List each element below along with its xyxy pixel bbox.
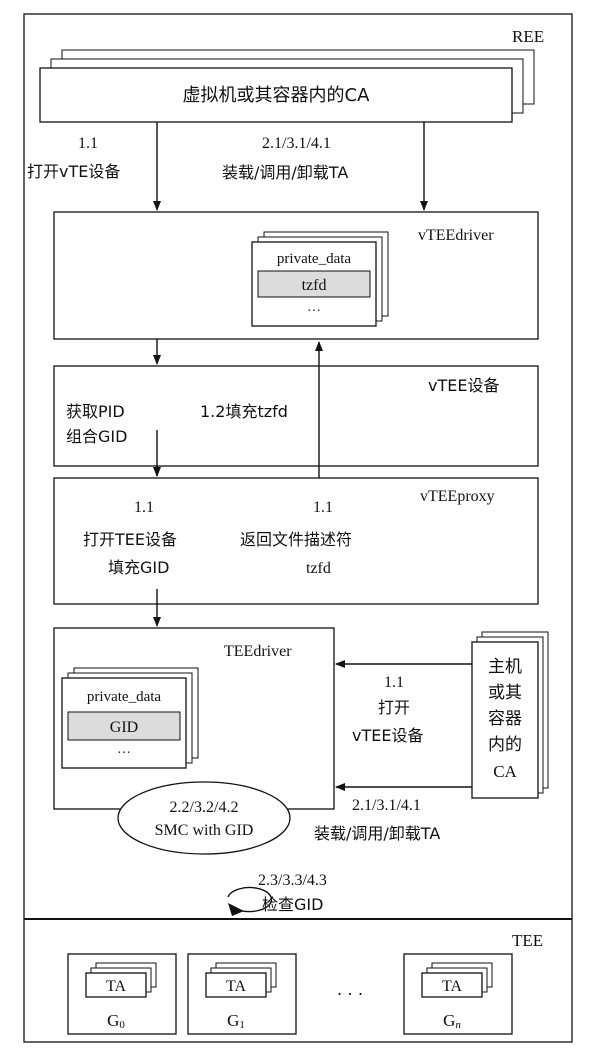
group-label: Gn (443, 1011, 461, 1031)
ree-label: REE (512, 27, 544, 46)
host-load-num: 2.1/3.1/4.1 (352, 797, 421, 814)
vteedriver-field-label: tzfd (302, 277, 327, 294)
arrow-open-num: 1.1 (78, 135, 98, 152)
vteedriver-label: vTEEdriver (418, 227, 494, 244)
smc-ellipse (117, 781, 291, 855)
vteeproxy-label: vTEEproxy (420, 488, 495, 505)
host-ca-box (471, 641, 539, 799)
ca-box-label: 虚拟机或其容器内的CA (183, 85, 371, 106)
teedriver-label: TEEdriver (224, 643, 292, 660)
ta-card (421, 972, 483, 998)
check-loop-arrow (227, 886, 273, 913)
tee-group-g0: TA G0 (67, 953, 177, 1035)
ta-label: TA (442, 978, 462, 995)
ta-card (205, 972, 267, 998)
tee-label: TEE (512, 931, 543, 950)
vtee-device-box (53, 365, 539, 467)
teedriver-field (67, 711, 181, 741)
host-load-text: 装载/调用/卸载TA (314, 824, 440, 843)
host-ca-line-1: 主机 (488, 657, 522, 677)
ta-label: TA (106, 978, 126, 995)
arrow-load-text: 装载/调用/卸载TA (222, 163, 348, 182)
vteeproxy-box (53, 477, 539, 605)
host-ca-line-4: 内的 (488, 735, 522, 755)
host-open-num: 1.1 (384, 674, 404, 691)
vteeproxy-left-num: 1.1 (134, 499, 154, 516)
vtee-device-right: 1.2填充tzfd (200, 402, 288, 421)
vteeproxy-left-2: 填充GID (108, 558, 169, 577)
group-label: G1 (227, 1011, 245, 1031)
host-open-2: vTEE设备 (352, 726, 423, 745)
teedriver-private-label: private_data (87, 689, 161, 705)
ca-box (39, 67, 513, 123)
arrow-load-num: 2.1/3.1/4.1 (262, 135, 331, 152)
vteeproxy-left-1: 打开TEE设备 (83, 530, 177, 549)
vtee-device-label: vTEE设备 (428, 376, 499, 395)
check-loop-arrowhead (228, 903, 244, 916)
check-text: 检查GID (262, 895, 323, 914)
host-open-1: 打开 (378, 698, 410, 717)
host-ca-line-3: 容器 (488, 709, 522, 729)
vteedriver-ellipsis: ··· (307, 304, 321, 319)
ta-label: TA (226, 978, 246, 995)
vtee-device-left-2: 组合GID (66, 427, 127, 446)
vtee-device-left-1: 获取PID (66, 402, 125, 421)
teedriver-ellipsis: ··· (117, 746, 131, 761)
smc-line-1: 2.2/3.2/4.2 (170, 799, 239, 816)
host-ca-line-2: 或其 (488, 683, 522, 703)
group-label: G0 (107, 1011, 125, 1031)
vteedriver-field (257, 270, 371, 298)
tee-group-gn: TA Gn (403, 953, 513, 1035)
vteeproxy-right-1: 返回文件描述符 (240, 530, 352, 549)
ta-card (85, 972, 147, 998)
smc-line-2: SMC with GID (155, 822, 254, 839)
teedriver-field-label: GID (110, 719, 138, 736)
vteeproxy-right-num: 1.1 (313, 499, 333, 516)
host-ca-line-5: CA (493, 762, 517, 781)
check-num: 2.3/3.3/4.3 (258, 872, 327, 889)
vteeproxy-right-2: tzfd (306, 560, 331, 577)
vteedriver-private-label: private_data (277, 251, 351, 267)
tee-group-g1: TA G1 (187, 953, 297, 1035)
arrow-open-text: 打开vTE设备 (27, 162, 120, 181)
tee-dots: · · · (337, 984, 364, 1004)
